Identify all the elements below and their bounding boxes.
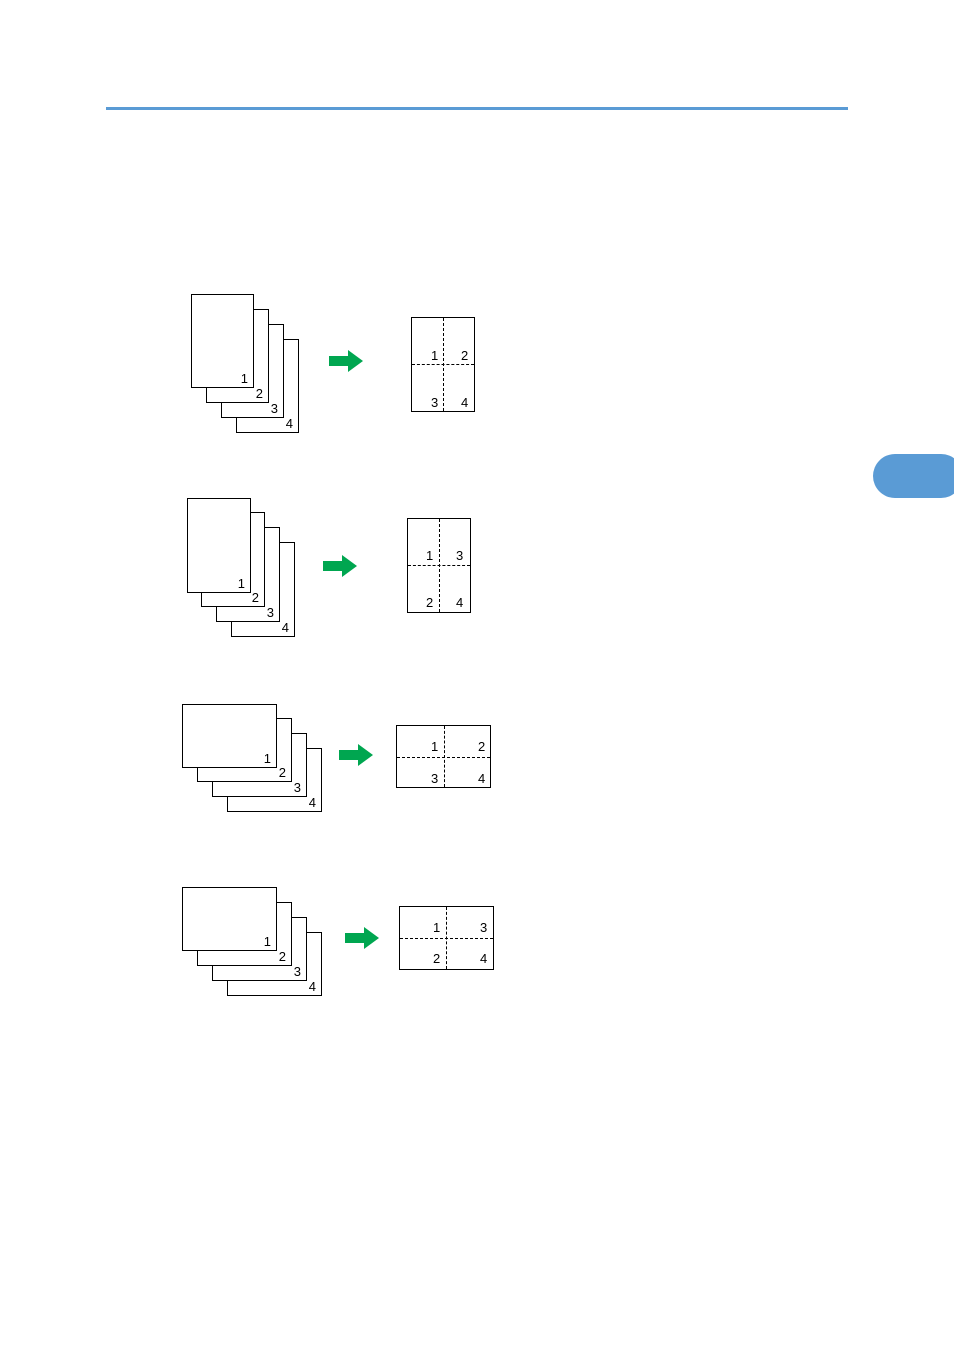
combined-sheet: 1 2 3 4 <box>411 317 475 412</box>
page-number: 4 <box>282 621 289 634</box>
combined-sheet: 1 2 3 4 <box>396 725 491 788</box>
divider-horizontal <box>400 938 493 939</box>
green-right-arrow-icon <box>339 744 374 766</box>
original-page-1: 1 <box>187 498 251 593</box>
cell-label: 2 <box>478 740 485 753</box>
page-number: 3 <box>294 781 301 794</box>
page-number: 2 <box>279 950 286 963</box>
page-number: 1 <box>264 935 271 948</box>
page-number: 3 <box>267 606 274 619</box>
cell-label: 3 <box>431 396 438 409</box>
chapter-tab <box>873 454 954 498</box>
page-number: 4 <box>309 796 316 809</box>
page-number: 2 <box>256 387 263 400</box>
original-page-1: 1 <box>191 294 254 388</box>
cell-label: 4 <box>478 772 485 785</box>
cell-label: 2 <box>426 596 433 609</box>
original-page-1: 1 <box>182 887 277 951</box>
cell-label: 4 <box>456 596 463 609</box>
cell-label: 1 <box>431 349 438 362</box>
header-rule <box>106 107 848 110</box>
cell-label: 1 <box>433 921 440 934</box>
cell-label: 1 <box>431 740 438 753</box>
green-right-arrow-icon <box>345 927 380 949</box>
page-number: 4 <box>309 980 316 993</box>
cell-label: 1 <box>426 549 433 562</box>
cell-label: 4 <box>480 952 487 965</box>
divider-horizontal <box>412 364 474 365</box>
combined-sheet: 1 3 2 4 <box>407 518 471 613</box>
cell-label: 3 <box>431 772 438 785</box>
cell-label: 4 <box>461 396 468 409</box>
page-number: 4 <box>286 417 293 430</box>
page-number: 2 <box>279 766 286 779</box>
divider-horizontal <box>408 565 470 566</box>
cell-label: 2 <box>433 952 440 965</box>
page-number: 3 <box>294 965 301 978</box>
page-number: 1 <box>238 577 245 590</box>
page-number: 1 <box>241 372 248 385</box>
original-page-1: 1 <box>182 704 277 768</box>
cell-label: 3 <box>480 921 487 934</box>
cell-label: 2 <box>461 349 468 362</box>
page-number: 1 <box>264 752 271 765</box>
combined-sheet: 1 3 2 4 <box>399 906 494 970</box>
cell-label: 3 <box>456 549 463 562</box>
green-right-arrow-icon <box>323 555 358 577</box>
page-number: 3 <box>271 402 278 415</box>
page-number: 2 <box>252 591 259 604</box>
green-right-arrow-icon <box>329 350 364 372</box>
divider-horizontal <box>397 757 490 758</box>
